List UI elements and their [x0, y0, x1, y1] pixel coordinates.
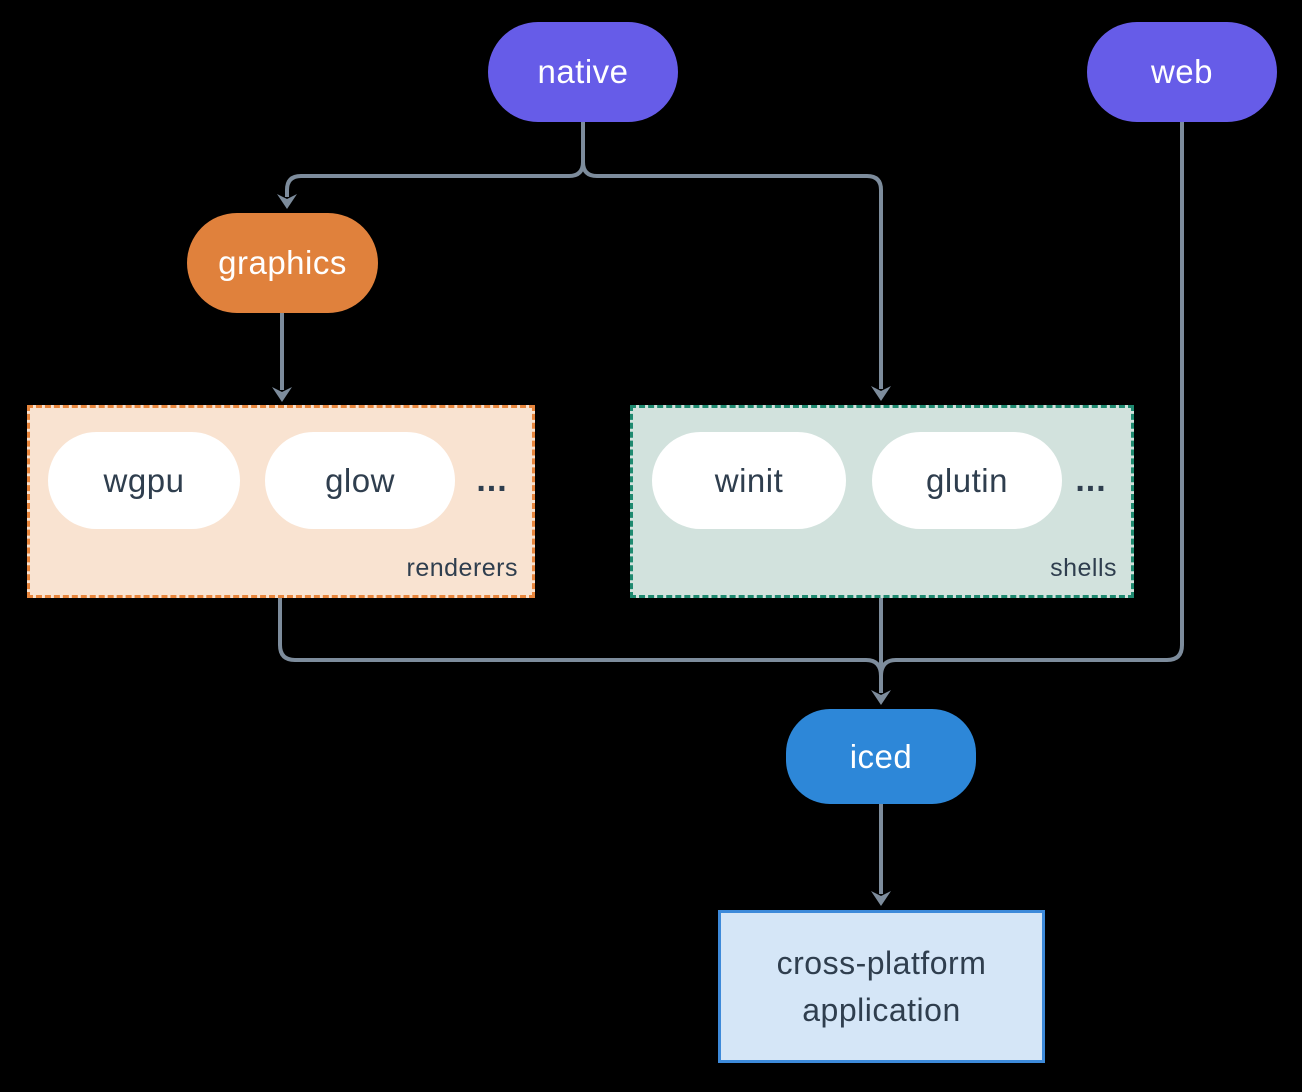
connector-web-to-merge	[896, 122, 1184, 662]
box-application: cross-platform application	[718, 910, 1045, 1063]
arrowhead-into-renderers	[272, 387, 292, 402]
renderers-group-label: renderers	[406, 554, 518, 582]
arrowhead-into-application	[871, 891, 891, 906]
node-iced-label: iced	[849, 737, 913, 775]
connector-native-to-graphics	[285, 161, 585, 197]
connector-native-to-shells	[581, 161, 883, 389]
pill-winit: winit	[652, 432, 846, 529]
arrowhead-into-iced	[871, 690, 891, 705]
renderers-ellipsis: ...	[476, 461, 508, 499]
group-renderers: wgpu glow ... renderers	[27, 405, 535, 598]
pill-glutin-label: glutin	[926, 461, 1008, 499]
pill-glow: glow	[265, 432, 455, 529]
pill-glutin: glutin	[872, 432, 1062, 529]
node-web-label: web	[1150, 53, 1214, 90]
shells-ellipsis: ...	[1075, 461, 1107, 499]
pill-wgpu-label: wgpu	[103, 461, 185, 499]
pill-winit-label: winit	[714, 461, 784, 499]
connector-merge-flare-left	[865, 658, 883, 677]
node-graphics-label: graphics	[218, 244, 347, 281]
node-iced: iced	[786, 709, 976, 804]
pill-wgpu: wgpu	[48, 432, 240, 529]
shells-group-label: shells	[1050, 554, 1117, 582]
node-graphics: graphics	[187, 213, 378, 313]
node-web: web	[1087, 22, 1277, 122]
group-shells: winit glutin ... shells	[630, 405, 1134, 598]
arrowhead-into-graphics	[277, 194, 297, 209]
arrowhead-into-shells	[871, 386, 891, 401]
box-application-label: cross-platform application	[776, 944, 987, 1028]
connector-renderers-to-merge	[278, 598, 866, 662]
node-native-label: native	[537, 53, 629, 90]
pill-glow-label: glow	[325, 461, 395, 499]
node-native: native	[488, 22, 678, 122]
connector-merge-flare-right	[879, 658, 897, 677]
